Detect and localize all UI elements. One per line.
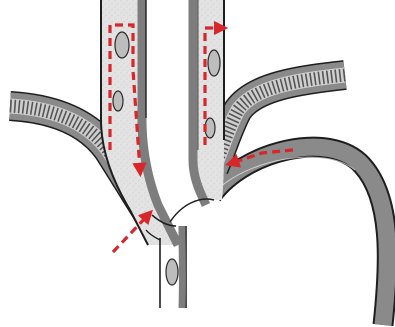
- valve-left-top: [115, 32, 129, 58]
- aortic-arch: [212, 147, 387, 325]
- left-neck-vein: [101, 0, 178, 245]
- right-neck-vein: [193, 0, 224, 205]
- valve-right-top: [208, 50, 220, 76]
- valve-lower: [166, 259, 178, 285]
- valve-left-mid: [113, 91, 123, 111]
